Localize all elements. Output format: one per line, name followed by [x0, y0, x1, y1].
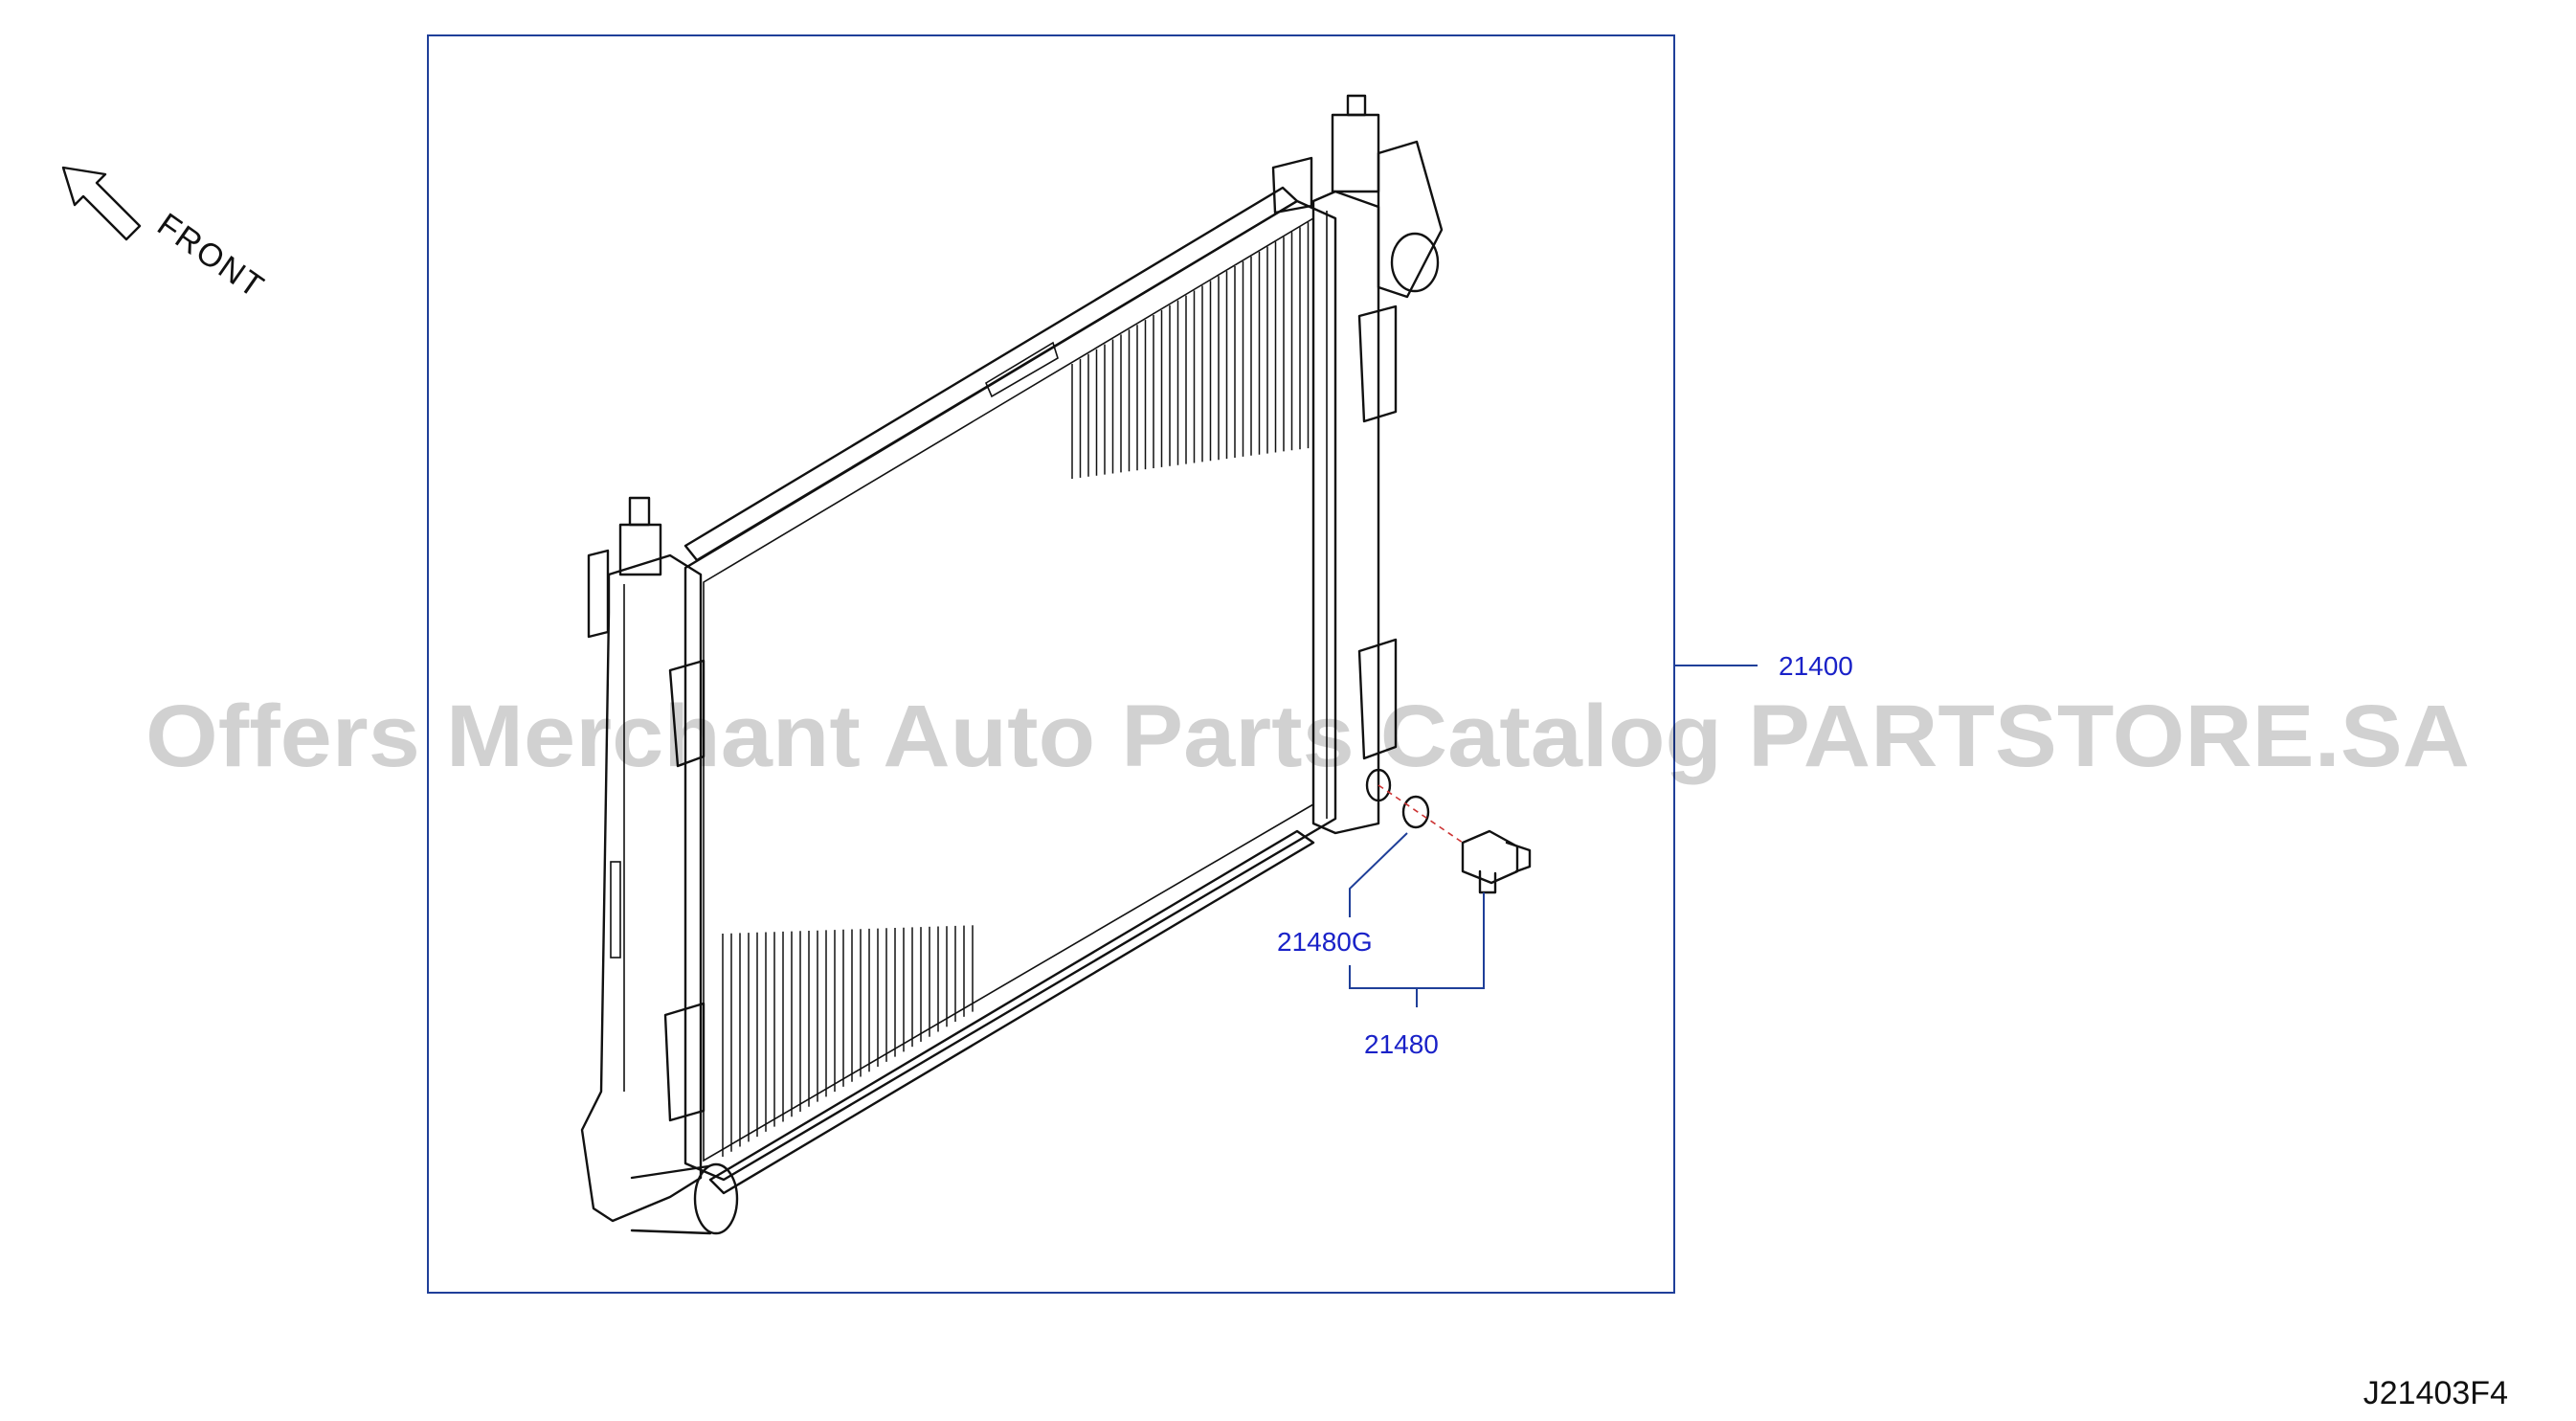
part-number-21400[interactable]: 21400	[1779, 651, 1853, 681]
assembly-axis	[1378, 784, 1464, 844]
watermark: Offers Merchant Auto Parts Catalog PARTS…	[146, 688, 2470, 785]
o-ring-icon	[1401, 795, 1430, 829]
part-number-21480G[interactable]: 21480G	[1277, 927, 1373, 957]
front-indicator: FRONT	[61, 166, 271, 305]
diagram-code: J21403F4	[2363, 1375, 2508, 1411]
drain-cock-icon	[1461, 829, 1532, 894]
leader-lines	[1349, 665, 1758, 1007]
front-arrow-icon	[61, 166, 142, 241]
part-number-21480[interactable]: 21480	[1364, 1029, 1439, 1059]
assembly-frame	[427, 34, 1675, 1294]
front-label: FRONT	[150, 206, 271, 305]
radiator-icon	[580, 94, 1444, 1235]
